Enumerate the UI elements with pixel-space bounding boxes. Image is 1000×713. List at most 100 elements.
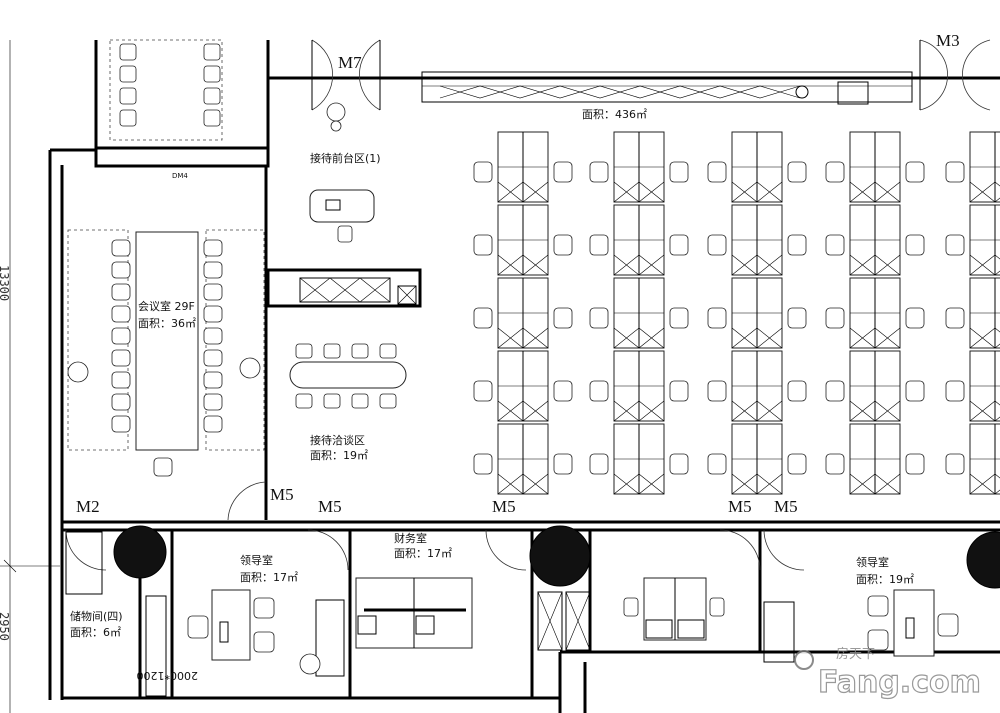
workstation-pod xyxy=(945,131,1000,203)
chair xyxy=(473,380,493,402)
walls xyxy=(48,40,1000,713)
chair xyxy=(203,43,221,61)
chair xyxy=(553,234,573,256)
desk-size-note: 2000*1200 xyxy=(137,669,199,682)
chair xyxy=(905,453,925,475)
workstation-pod xyxy=(473,350,573,422)
chair xyxy=(295,343,313,359)
workstation-pod xyxy=(589,423,689,495)
chair xyxy=(351,393,369,409)
door-label-m5-5: M5 xyxy=(774,497,798,516)
chair xyxy=(203,327,223,345)
chair xyxy=(553,161,573,183)
room-labels: 会议室 29F 面积：36㎡ 面积：436㎡ 接待前台区(1) 接待洽谈区 面积… xyxy=(70,108,914,639)
finance-name: 财务室 xyxy=(394,531,427,545)
chair xyxy=(825,453,845,475)
chair xyxy=(707,307,727,329)
fang-watermark: 房天下 Fang.com xyxy=(794,646,981,701)
reception-desk xyxy=(309,102,375,243)
door-label-m5-1: M5 xyxy=(270,485,294,504)
lobby-cabinet xyxy=(537,577,725,651)
chair xyxy=(945,380,965,402)
chair xyxy=(589,161,609,183)
chair xyxy=(589,380,609,402)
door-label-m2: M2 xyxy=(76,497,100,516)
workstation-pod xyxy=(945,277,1000,349)
dim-left-bottom: 2950 xyxy=(0,612,11,641)
chair xyxy=(203,415,223,433)
door-swings xyxy=(65,39,991,571)
chair xyxy=(589,234,609,256)
reception-front-name: 接待前台区(1) xyxy=(310,151,381,165)
chair xyxy=(553,307,573,329)
chair xyxy=(203,87,221,105)
chair xyxy=(945,453,965,475)
leader-right-area: 面积：19㎡ xyxy=(856,573,914,586)
chair xyxy=(825,234,845,256)
workstation-pod xyxy=(707,204,807,276)
chair xyxy=(119,65,137,83)
chair xyxy=(589,453,609,475)
chair xyxy=(787,234,807,256)
meeting-room-name: 会议室 29F xyxy=(138,299,195,313)
door-label-m7: M7 xyxy=(338,53,362,72)
chair xyxy=(119,87,137,105)
open-office-area: 面积：436㎡ xyxy=(582,108,647,121)
finance-area: 面积：17㎡ xyxy=(394,547,452,560)
door-label-m3: M3 xyxy=(936,31,960,50)
chair xyxy=(787,380,807,402)
column-2 xyxy=(529,525,591,587)
chair xyxy=(707,380,727,402)
leader-room-left-furniture: 2000*1200 xyxy=(137,589,345,682)
chair xyxy=(905,307,925,329)
conference-table xyxy=(135,231,199,451)
chair xyxy=(945,234,965,256)
meeting-room-area: 面积：36㎡ xyxy=(138,317,196,330)
chair xyxy=(825,380,845,402)
chair xyxy=(203,261,223,279)
door-label-m5-3: M5 xyxy=(492,497,516,516)
chair xyxy=(473,161,493,183)
chair xyxy=(553,380,573,402)
chair xyxy=(295,393,313,409)
chair xyxy=(111,261,131,279)
chair xyxy=(379,393,397,409)
finance-room-furniture xyxy=(355,577,473,649)
chair xyxy=(905,161,925,183)
workstation-pod xyxy=(589,277,689,349)
chair xyxy=(473,234,493,256)
chair xyxy=(203,349,223,367)
workstation-pod xyxy=(707,277,807,349)
workstation-pod xyxy=(945,423,1000,495)
workstation-pod xyxy=(707,423,807,495)
chair xyxy=(351,343,369,359)
chair xyxy=(553,453,573,475)
workstation-pod xyxy=(707,131,807,203)
chair xyxy=(203,283,223,301)
column-3 xyxy=(966,531,1000,589)
open-office-workstations xyxy=(473,131,1000,495)
chair xyxy=(905,380,925,402)
chair xyxy=(111,327,131,345)
workstation-pod xyxy=(473,423,573,495)
door-labels: M7 M3 M2 M5 M5 M5 M5 M5 xyxy=(76,31,960,516)
door-label-m5-2: M5 xyxy=(318,497,342,516)
chair xyxy=(905,234,925,256)
workstation-pod xyxy=(825,204,925,276)
negotiation-area-furniture xyxy=(289,343,407,409)
person-figure xyxy=(67,361,89,383)
chair xyxy=(111,283,131,301)
negotiation-table xyxy=(289,361,407,389)
workstation-pod xyxy=(473,277,573,349)
leader-left-name: 领导室 xyxy=(240,553,273,567)
chair xyxy=(707,161,727,183)
chair xyxy=(203,109,221,127)
column-1 xyxy=(113,525,167,579)
workstation-pod xyxy=(945,350,1000,422)
chair xyxy=(119,109,137,127)
chair xyxy=(669,234,689,256)
workstation-pod xyxy=(825,277,925,349)
chair xyxy=(153,457,173,477)
chair xyxy=(669,161,689,183)
